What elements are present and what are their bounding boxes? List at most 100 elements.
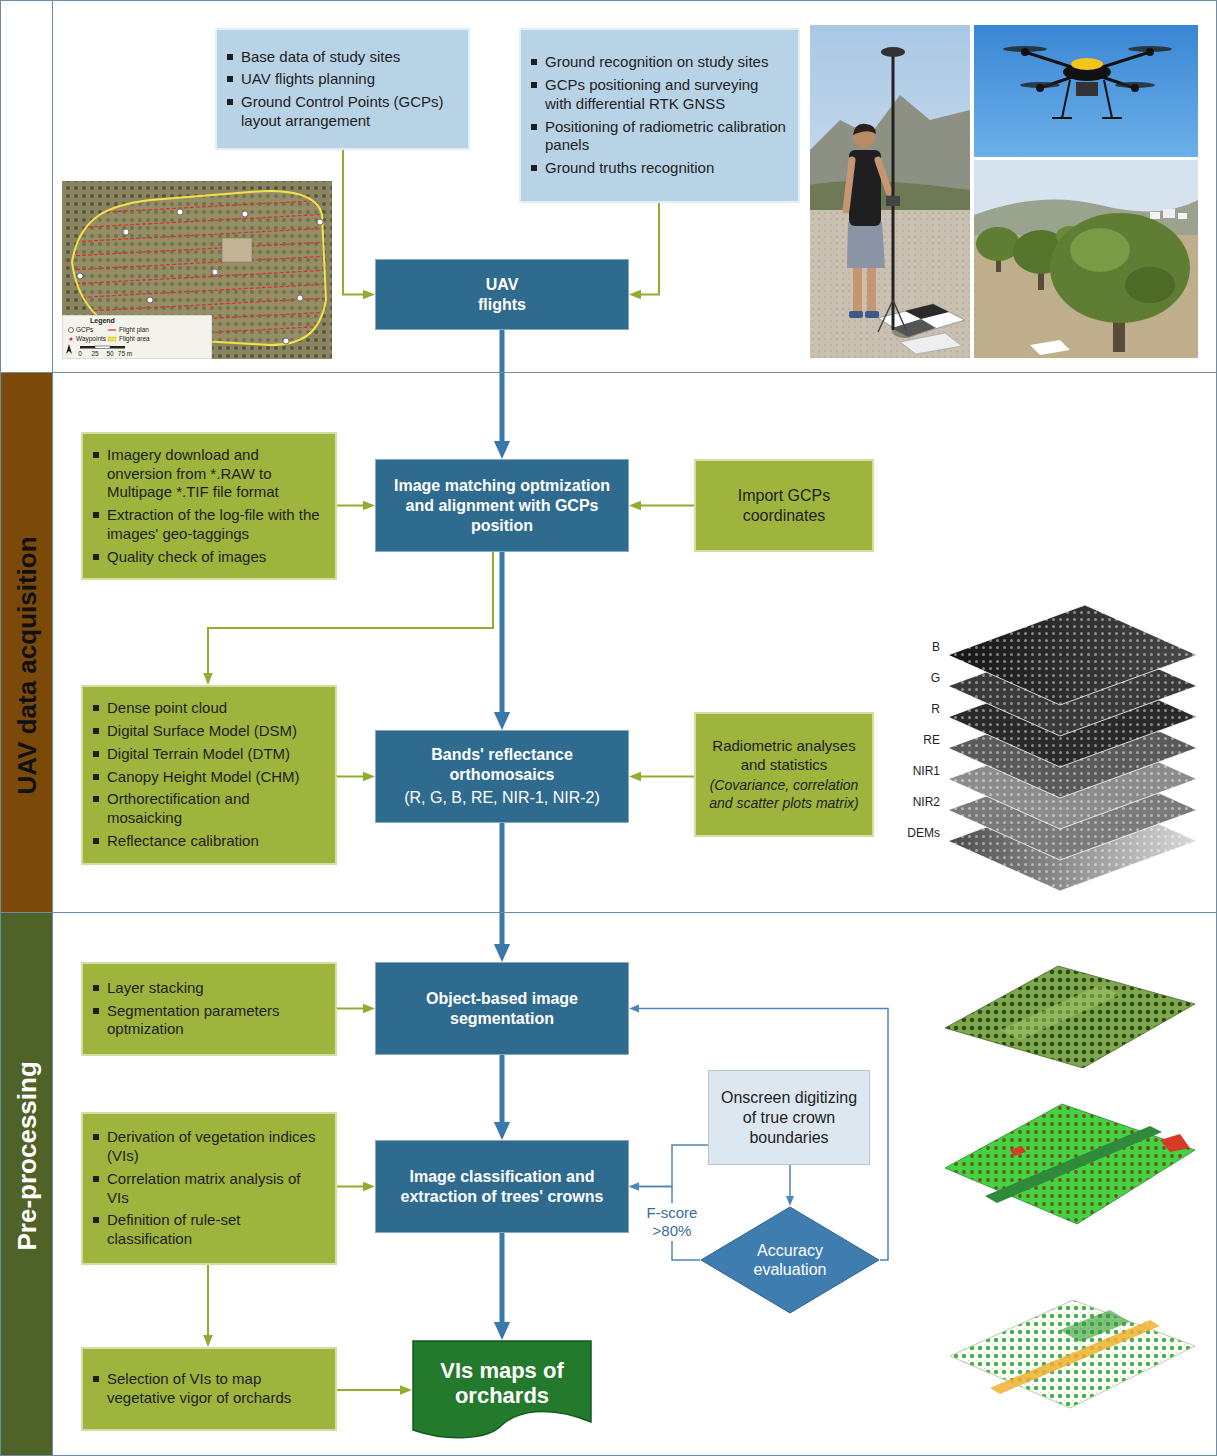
- bullet-square: [227, 76, 233, 82]
- legend-entry: GCPs: [76, 326, 93, 333]
- flow-arrow: [337, 1186, 363, 1188]
- bullet-text: Segmentation parameters optmization: [107, 1002, 325, 1040]
- field-survey-photo: [892, 55, 895, 330]
- vigor-map: [950, 1300, 1195, 1408]
- field-survey-photo: [886, 196, 900, 206]
- orchard-photo: [1050, 213, 1190, 323]
- vigor-map: [1060, 1310, 1130, 1342]
- flow-arrow: [641, 776, 694, 778]
- study-site-map: [123, 229, 129, 235]
- uav-photo: [1052, 117, 1072, 119]
- bullet-square: [227, 99, 233, 105]
- map-legend-text: Legend: [90, 317, 115, 325]
- flow-arrow: [343, 150, 363, 295]
- study-site-map: [70, 214, 330, 228]
- bullet-square: [93, 728, 99, 734]
- input-label: (Covariance, correlation and scatter plo…: [704, 777, 864, 812]
- uav-photo: [1021, 48, 1029, 56]
- study-site-map: [70, 284, 330, 298]
- flow-arrow: [789, 1165, 791, 1196]
- uav-photo: [1062, 80, 1070, 118]
- uav-photo: [1052, 80, 1122, 118]
- field-survey-photo: [810, 25, 970, 358]
- bullet-box: Dense point cloudDigital Surface Model (…: [81, 685, 337, 865]
- flow-arrow: [500, 1233, 505, 1322]
- study-site-map: [70, 228, 330, 242]
- bullet-square: [93, 838, 99, 844]
- decision-text-wrap: Accuracy evaluation: [744, 1241, 836, 1279]
- bullet-item: Extraction of the log-file with the imag…: [93, 506, 325, 544]
- bullet-text: Digital Surface Model (DSM): [107, 722, 297, 741]
- bullet-item: Derivation of vegetation indices (VIs): [93, 1128, 325, 1166]
- band-layer-stack: [948, 605, 1197, 891]
- bullet-item: Imagery download and onversion from *.RA…: [93, 446, 325, 502]
- orchard-photo: [974, 160, 1198, 358]
- field-survey-photo: [893, 300, 906, 330]
- layer-name: B: [932, 641, 940, 654]
- field-survey-photo: [846, 160, 852, 210]
- bullet-square: [93, 1176, 99, 1182]
- section-band: ProcessingLayer stackingSegmentation par…: [0, 912, 1217, 1456]
- study-site-map: [70, 200, 330, 214]
- study-site-map: [62, 181, 332, 359]
- field-survey-photo: [878, 300, 893, 332]
- band-layer-stack: [948, 605, 1197, 705]
- layer-name: NIR1: [913, 765, 940, 778]
- field-survey-photo: [853, 265, 862, 313]
- study-site-map: [70, 270, 330, 284]
- bullet-square: [93, 1134, 99, 1140]
- bullet-text: Dense point cloud: [107, 699, 227, 718]
- study-site-map: [297, 295, 303, 301]
- process-label: Image classification and extraction of t…: [384, 1167, 620, 1207]
- map-legend-text: 0: [78, 350, 82, 357]
- input-label: Import GCPs coordinates: [704, 486, 864, 526]
- field-survey-photo: [867, 265, 876, 313]
- bullet-text: Layer stacking: [107, 979, 204, 998]
- study-site-map: [80, 346, 95, 349]
- bullet-item: Digital Terrain Model (DTM): [93, 745, 325, 764]
- uav-photo: [974, 25, 1198, 157]
- bullet-item: Ground Control Points (GCPs) layout arra…: [227, 93, 458, 131]
- study-site-map: [177, 209, 183, 215]
- field-survey-photo: [810, 25, 970, 358]
- uav-photo: [1104, 80, 1112, 118]
- classification-map: [985, 1126, 1162, 1203]
- bullet-square: [227, 54, 233, 60]
- flow-arrow: [500, 1055, 505, 1122]
- segmentation-map: [1000, 985, 1120, 1040]
- input-box: Import GCPs coordinates: [694, 459, 874, 552]
- process-label: UAV flights: [462, 275, 542, 315]
- reference-label: Onscreen digitizing of true crown bounda…: [717, 1088, 861, 1148]
- legend-entry: Flight plan: [119, 326, 149, 333]
- reference-box: Onscreen digitizing of true crown bounda…: [708, 1070, 870, 1165]
- bullet-text: Digital Terrain Model (DTM): [107, 745, 290, 764]
- process-box: Bands' reflectance orthomosaics(R, G, B,…: [375, 730, 629, 823]
- study-site-map: [70, 242, 330, 256]
- input-box: Radiometric analyses and statistics(Cova…: [694, 712, 874, 837]
- bullet-square: [93, 452, 99, 458]
- process-label: Image matching optmization and alignment…: [384, 476, 620, 536]
- bullet-box: Imagery download and onversion from *.RA…: [81, 432, 337, 580]
- decision-diamond-outline: [701, 1207, 879, 1313]
- bullet-item: Selection of VIs to map vegetative vigor…: [93, 1370, 325, 1408]
- layer-name: RE: [923, 734, 940, 747]
- study-site-map: [77, 273, 83, 279]
- bullet-square: [531, 82, 537, 88]
- study-site-map: [62, 315, 212, 359]
- bullet-square: [531, 124, 537, 130]
- bullet-item: Dense point cloud: [93, 699, 325, 718]
- study-site-map: [147, 297, 153, 303]
- flow-arrow: [337, 776, 363, 778]
- band-label: Pre-processing: [12, 35, 43, 1250]
- field-survey-photo: [900, 333, 962, 354]
- orchard-photo: [974, 160, 1198, 358]
- uav-photo: [974, 25, 1198, 157]
- flow-arrow: [337, 505, 363, 507]
- study-site-map: [242, 211, 248, 217]
- output-label: VIs maps of orchards: [424, 1358, 580, 1409]
- study-site-map: [108, 329, 116, 330]
- layer-name: NIR2: [913, 796, 940, 809]
- decision-label: Accuracy evaluation: [744, 1241, 836, 1279]
- bullet-item: Base data of study sites: [227, 48, 458, 67]
- orchard-photo: [1070, 228, 1130, 272]
